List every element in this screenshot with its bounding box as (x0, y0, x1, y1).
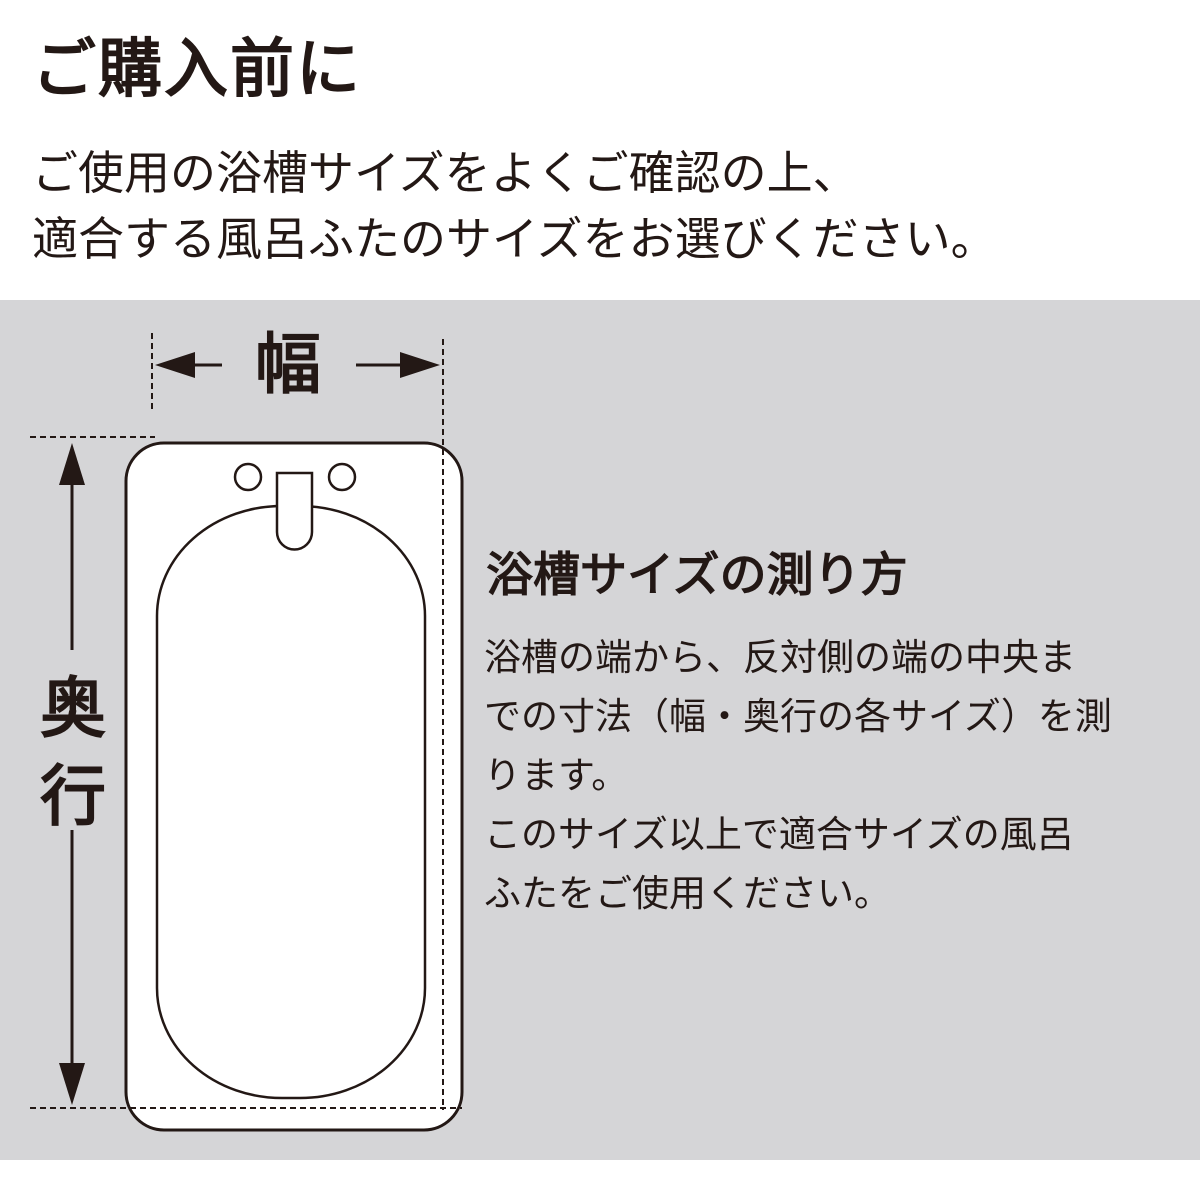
intro-line: ご使用の浴槽サイズをよくご確認の上、 (32, 146, 859, 200)
howto-line: ふたをご使用ください。 (484, 872, 891, 915)
howto-line: ります。 (484, 754, 629, 797)
depth-label: 行 (40, 758, 106, 835)
intro-line: 適合する風呂ふたのサイズをお選びください。 (32, 212, 997, 266)
depth-label: 奥 (40, 670, 106, 747)
drain-tab (275, 471, 314, 551)
howto-line: 浴槽の端から、反対側の端の中央ま (484, 636, 1076, 679)
intro-text: ご使用の浴槽サイズをよくご確認の上、 適合する風呂ふたのサイズをお選びください。 (32, 140, 997, 272)
faucet-hole-icon (327, 462, 357, 492)
depth-arrow-icon (59, 443, 85, 1105)
width-label: 幅 (255, 326, 321, 403)
width-arrow-icon (155, 352, 440, 378)
howto-heading: 浴槽サイズの測り方 (486, 548, 908, 603)
faucet-hole-icon (233, 462, 263, 492)
page-title: ご購入前に (32, 33, 362, 107)
howto-line: このサイズ以上で適合サイズの風呂 (484, 813, 1074, 856)
dimension-guides (30, 333, 462, 1110)
howto-body: 浴槽の端から、反対側の端の中央ま での寸法（幅・奥行の各サイズ）を測 ります。 … (484, 628, 1112, 923)
bathtub-basin (155, 504, 427, 1100)
howto-line: での寸法（幅・奥行の各サイズ）を測 (484, 695, 1112, 738)
